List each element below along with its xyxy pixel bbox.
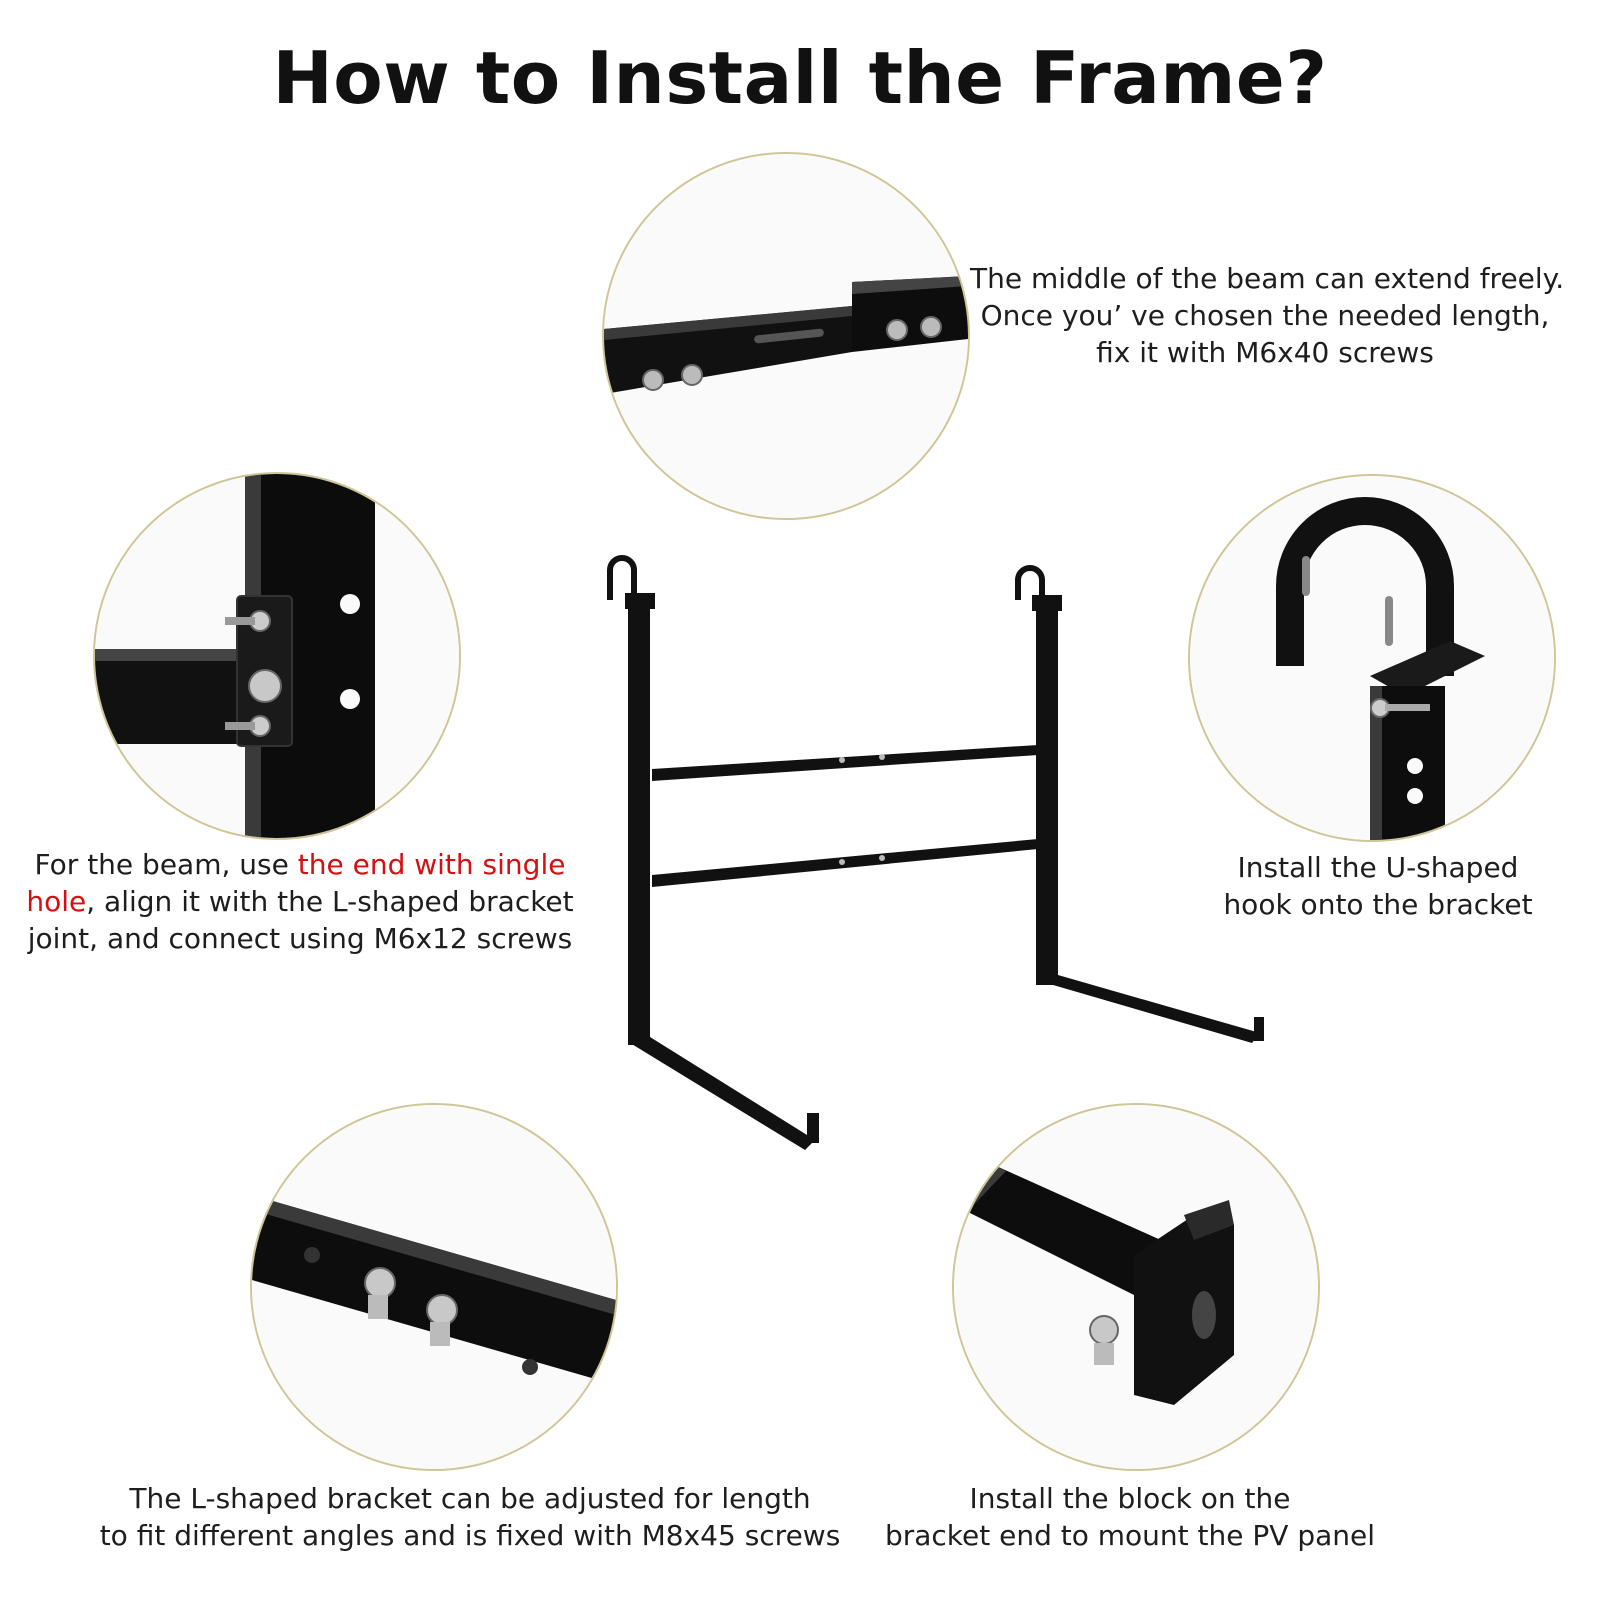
frame-assembly-image [607, 555, 1264, 1150]
lower-beam [652, 839, 1038, 887]
u-hook-image [1188, 474, 1556, 842]
beam-joint-caption: For the beam, use the end with single ho… [10, 846, 590, 957]
u-hook-closeup-icon [1190, 476, 1554, 840]
u-hook-caption: Install the U-shaped hook onto the brack… [1198, 849, 1558, 923]
caption-line: Install the block on the [969, 1482, 1291, 1515]
caption-line: fix it with M6x40 screws [1096, 336, 1434, 369]
caption-text: For the beam, use [34, 848, 298, 881]
upper-beam [652, 745, 1038, 781]
right-foot-bracket [1036, 975, 1260, 1043]
caption-text: , align it with the L-shaped bracket [86, 885, 574, 918]
page-title: How to Install the Frame? [272, 36, 1328, 120]
bracket-adjust-caption: The L-shaped bracket can be adjusted for… [95, 1480, 845, 1554]
caption-line: Once you’ ve chosen the needed length, [980, 299, 1550, 332]
caption-highlight: the end with single [297, 848, 566, 881]
caption-line: hook onto the bracket [1223, 888, 1533, 921]
right-post [1036, 597, 1058, 985]
left-post [628, 595, 650, 1045]
caption-line: to fit different angles and is fixed wit… [99, 1519, 841, 1552]
l-bracket-joint-closeup-icon [95, 474, 459, 838]
beam-extension-closeup-icon [604, 154, 968, 518]
mounting-block-image [952, 1103, 1320, 1471]
caption-line: hole, align it with the L-shaped bracket [10, 883, 590, 920]
mounting-block-caption: Install the block on the bracket end to … [865, 1480, 1395, 1554]
caption-line: bracket end to mount the PV panel [884, 1519, 1376, 1552]
beam-joint-image [93, 472, 461, 840]
bracket-adjust-closeup-icon [252, 1105, 616, 1469]
caption-line: Install the U-shaped [1237, 851, 1519, 884]
left-u-hook [607, 555, 637, 600]
caption-line: joint, and connect using M6x12 screws [27, 922, 573, 955]
left-foot-bracket [630, 1037, 815, 1150]
caption-highlight: hole [26, 885, 87, 918]
right-u-hook [1015, 565, 1045, 600]
bracket-adjust-image [250, 1103, 618, 1471]
beam-extension-caption: The middle of the beam can extend freely… [970, 260, 1565, 371]
caption-line: For the beam, use the end with single [10, 846, 590, 883]
caption-line: The middle of the beam can extend freely… [970, 262, 1565, 295]
caption-line: The L-shaped bracket can be adjusted for… [129, 1482, 811, 1515]
mounting-block-closeup-icon [954, 1105, 1318, 1469]
beam-extension-image [602, 152, 970, 520]
